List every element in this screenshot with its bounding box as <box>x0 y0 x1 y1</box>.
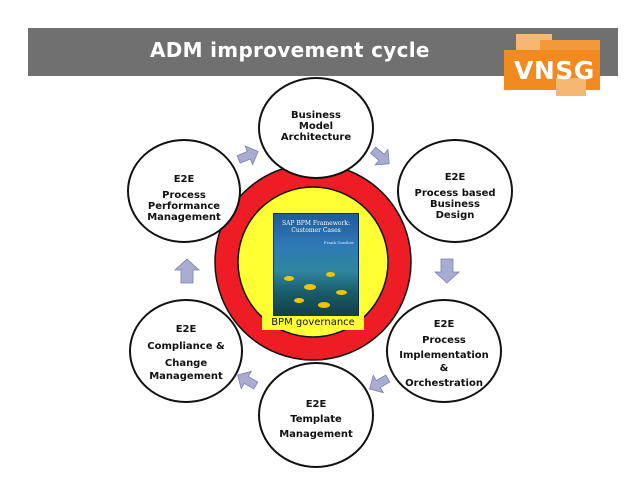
bpm-governance-label: BPM governance <box>262 316 364 330</box>
vnsg-logo <box>504 34 600 96</box>
node-label-line: Management <box>147 212 221 223</box>
node-label-line: Template <box>290 414 342 425</box>
node-label-line: Performance <box>147 201 221 212</box>
chevron-arrow-icon <box>369 146 390 166</box>
chevron-arrow-icon <box>433 258 461 284</box>
fish-shape <box>326 272 335 277</box>
node-performance <box>127 139 241 243</box>
node-label-line: Implementation <box>399 350 489 361</box>
book-cover-image: SAP BPM Framework: Customer Cases Frank … <box>273 213 359 319</box>
node-implementation-label: E2E Process Implementation & Orchestrati… <box>394 318 494 390</box>
chevron-arrow-icon <box>369 374 391 394</box>
node-label-line: Management <box>279 429 353 440</box>
chevron-arrow-icon <box>173 258 201 284</box>
node-label-line: Compliance & <box>147 341 225 352</box>
fish-shape <box>304 284 316 290</box>
node-implementation <box>386 299 502 403</box>
chevron-arrow-icon <box>236 145 259 166</box>
node-label-line: Architecture <box>280 132 352 143</box>
node-label-line: Orchestration <box>405 378 483 389</box>
node-label-line: Business <box>430 199 480 210</box>
fish-shape <box>318 302 330 308</box>
book-title: SAP BPM Framework: Customer Cases <box>281 220 350 234</box>
node-process-design <box>397 139 513 243</box>
fish-shape <box>336 290 347 295</box>
book-author: Frank Gunther <box>323 240 354 245</box>
node-compliance <box>129 299 243 403</box>
node-label-line: Process <box>162 190 206 201</box>
fish-shape <box>294 298 304 303</box>
fish-shape <box>284 276 294 281</box>
node-label-line: E2E <box>433 319 455 330</box>
node-performance-label: E2E Process Performance Management <box>134 174 234 223</box>
node-label-line: & <box>439 363 449 374</box>
chevron-arrow-icon <box>237 370 259 390</box>
node-label-line: Management <box>149 371 223 382</box>
node-label-line: E2E <box>173 174 195 185</box>
node-label-line: Process based <box>414 188 496 199</box>
node-label-line: E2E <box>175 324 197 335</box>
node-label-line: E2E <box>305 399 327 410</box>
node-business-model <box>258 77 374 179</box>
node-business-model-label: Business Model Architecture <box>276 110 356 143</box>
node-process-design-label: E2E Process based Business Design <box>405 172 505 221</box>
node-label-line: Design <box>435 210 475 221</box>
page-title: ADM improvement cycle <box>150 38 430 62</box>
node-label-line: Model <box>298 121 334 132</box>
node-label-line: Change <box>164 358 208 369</box>
node-label-line: Business <box>291 110 341 121</box>
node-label-line: Process <box>422 335 466 346</box>
node-compliance-label: E2E Compliance & Change Management <box>136 323 236 383</box>
node-label-line: E2E <box>444 172 466 183</box>
node-template <box>258 362 374 468</box>
node-template-label: E2E Template Management <box>271 397 361 442</box>
logo-text: VNSG <box>514 56 595 85</box>
